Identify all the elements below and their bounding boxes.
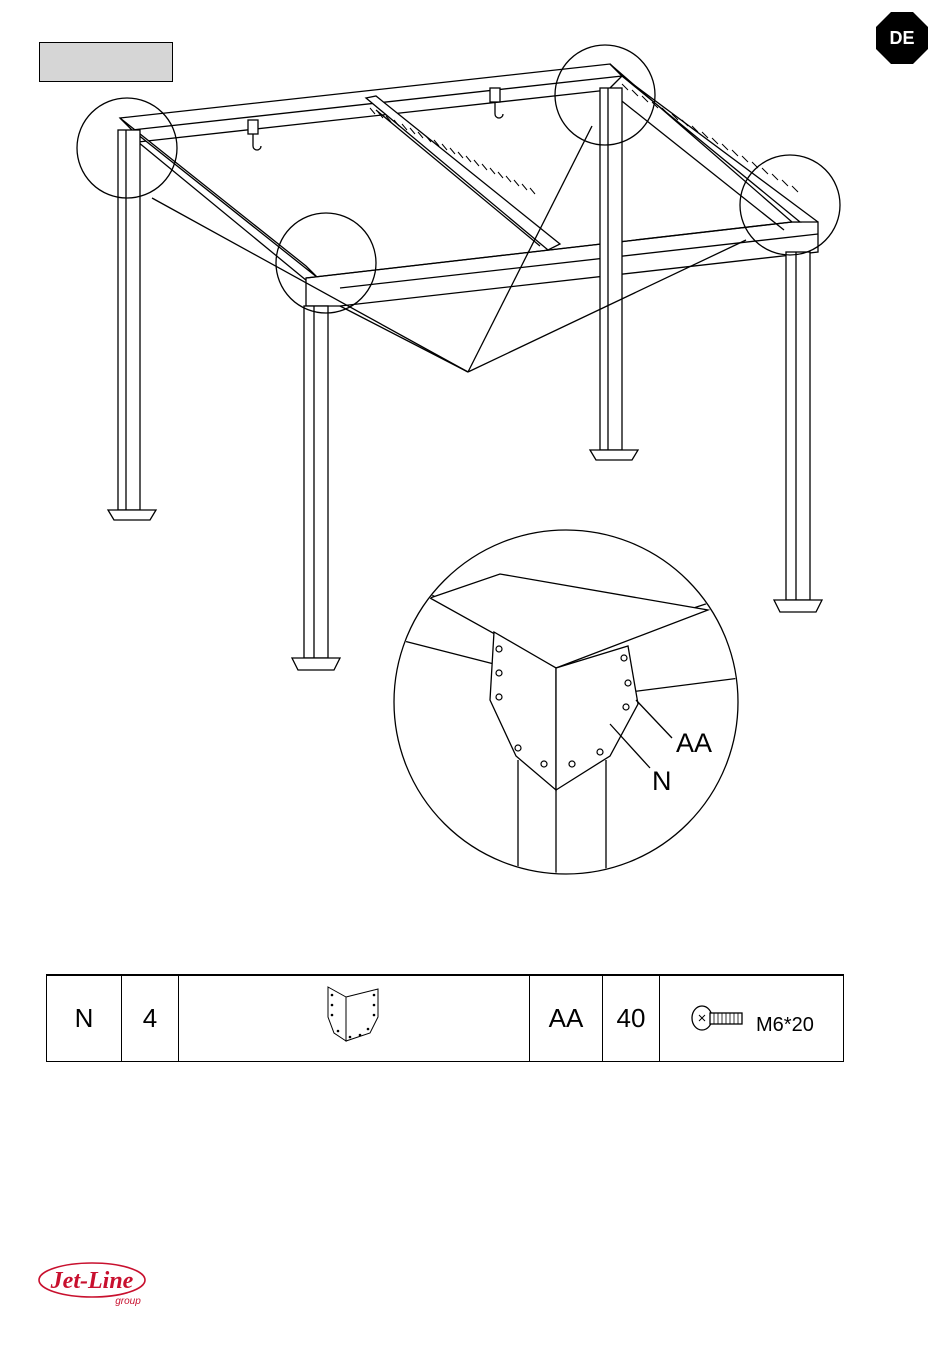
bolt-icon — [690, 998, 750, 1038]
bolt-size: M6*20 — [756, 1014, 814, 1037]
right-louvre-row — [622, 84, 798, 192]
svg-text:group: group — [115, 1296, 141, 1307]
right-beam — [608, 64, 818, 230]
jet-line-logo: Jet-Line group — [36, 1258, 148, 1308]
part-b-code: AA — [530, 975, 603, 1062]
part-b-qty: 40 — [603, 975, 660, 1062]
hook-left — [248, 120, 261, 150]
parts-table: N 4 AA 40 M6*20 — [46, 974, 844, 1062]
pergola-assembly-drawing — [0, 0, 950, 960]
table-row: N 4 AA 40 M6*20 — [47, 975, 844, 1062]
part-a-image — [179, 975, 530, 1062]
part-a-code: N — [47, 975, 122, 1062]
part-a-qty: 4 — [122, 975, 179, 1062]
callout-bolt-label: AA — [676, 728, 712, 759]
front-beam — [306, 222, 818, 306]
leg-front-left — [292, 306, 340, 670]
corner-bracket-icon — [324, 983, 384, 1047]
middle-rafter — [366, 96, 560, 250]
svg-text:Jet-Line: Jet-Line — [50, 1268, 134, 1294]
leg-back-left — [108, 130, 156, 520]
callout-bracket-label: N — [652, 766, 672, 797]
part-b-image: M6*20 — [660, 975, 844, 1062]
jet-line-logo-icon: Jet-Line group — [36, 1258, 148, 1308]
left-beam — [120, 118, 318, 290]
leg-front-right — [774, 252, 822, 612]
